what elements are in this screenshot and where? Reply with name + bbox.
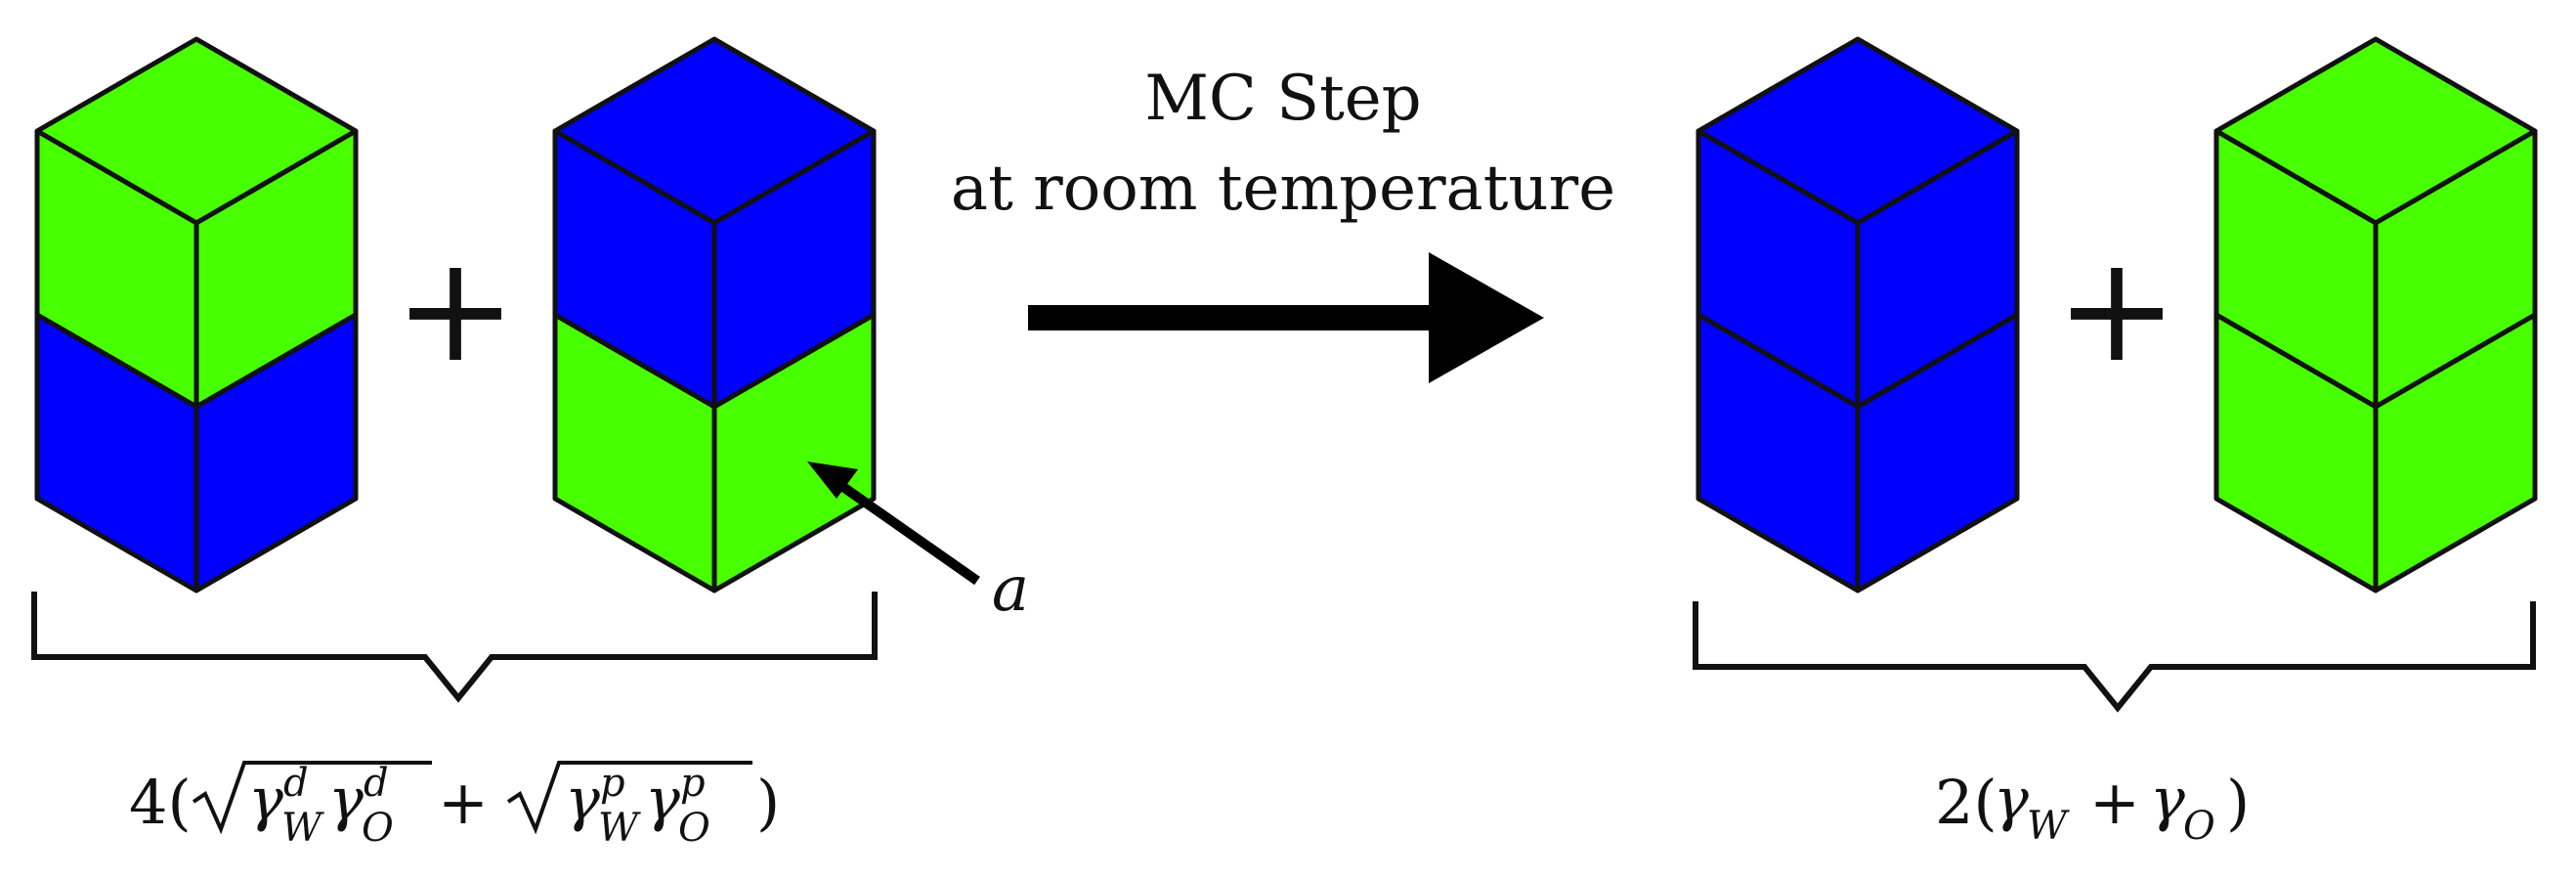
sup-w-d: d: [283, 761, 309, 806]
lower-cube-right-face: [1855, 312, 2020, 594]
gamma-w-p: γ: [565, 766, 600, 834]
lower-cube-right-face: [193, 312, 359, 594]
arrow-label-line1: MC Step: [1144, 63, 1421, 135]
left-brace: [31, 592, 878, 703]
annotation-pointer: a: [807, 462, 1029, 626]
column-4: [2213, 36, 2538, 594]
right-formula: 2( γ W + γ O ): [1935, 766, 2250, 849]
plus-sign-right: +: [2055, 225, 2178, 395]
column-2: [552, 36, 877, 594]
sqrt-sign-1: [192, 761, 432, 835]
sub-w-p: W: [598, 806, 641, 851]
gamma-o-p: γ: [645, 766, 680, 834]
lower-cube-right-face: [711, 312, 877, 594]
left-formula-coef: 4(: [129, 767, 192, 838]
arrow-head: [1429, 252, 1544, 383]
column-3: [1696, 36, 2020, 594]
sup-w-p: p: [600, 761, 625, 806]
sub-w: W: [2027, 804, 2070, 849]
annotation-label: a: [992, 553, 1029, 626]
column-1: [34, 36, 359, 594]
left-formula: 4( γ d W γ d O + γ p W γ p O ): [129, 761, 780, 851]
left-formula-plus: +: [438, 767, 489, 838]
cube-columns: [34, 36, 2538, 594]
lower-cube-right-face: [2373, 312, 2538, 594]
sup-o-d: d: [364, 761, 389, 806]
sub-o-p: O: [678, 806, 710, 851]
gamma-o: γ: [2150, 766, 2185, 834]
sub-w-d: W: [281, 806, 324, 851]
right-formula-coef: 2(: [1935, 767, 1997, 838]
annotation-line: [837, 480, 980, 586]
plus-sign-left: +: [394, 225, 517, 395]
arrow-label-line2: at room temperature: [951, 153, 1615, 225]
right-formula-close: ): [2226, 767, 2250, 838]
sub-o: O: [2183, 804, 2215, 849]
right-brace: [1693, 601, 2536, 713]
annotation-arrowhead: [807, 462, 858, 499]
arrow-shaft: [1028, 305, 1438, 330]
sup-o-p: p: [680, 761, 706, 806]
sub-o-d: O: [362, 806, 394, 851]
sqrt-sign-2: [506, 761, 752, 835]
gamma-w: γ: [1994, 766, 2029, 834]
mc-step-arrow: [1028, 252, 1544, 383]
gamma-o-d: γ: [328, 766, 364, 834]
left-formula-close: ): [756, 767, 780, 838]
right-formula-plus: +: [2089, 767, 2140, 838]
gamma-w-d: γ: [248, 766, 283, 834]
